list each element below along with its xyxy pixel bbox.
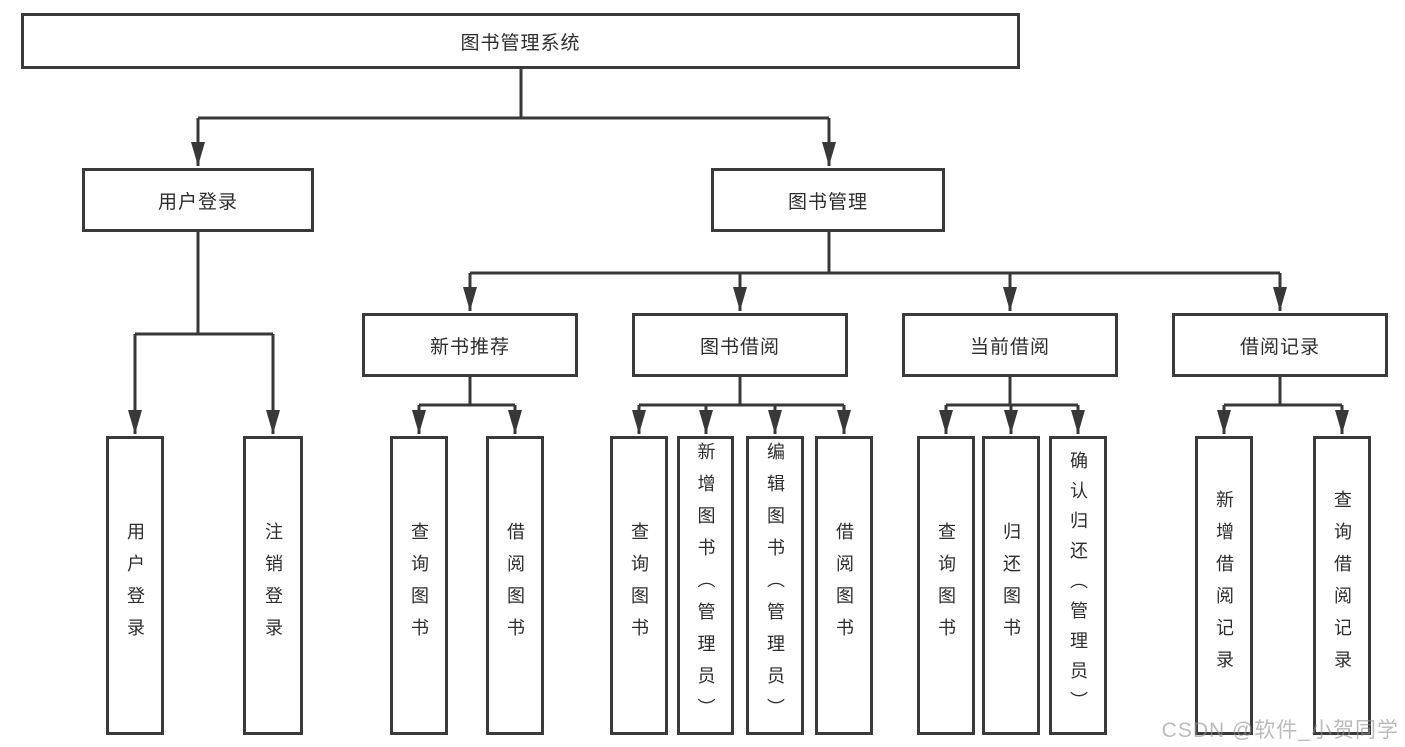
- node-label: 借阅图书: [505, 521, 525, 650]
- node-label: 新书推荐: [429, 336, 510, 358]
- node-label: 用户登录: [157, 191, 238, 213]
- node-borrowing-records: 借阅记录: [1172, 313, 1388, 377]
- node-leaf-borrow-books-recommend: 借阅图书: [486, 436, 544, 735]
- node-label: 图书管理: [787, 191, 868, 213]
- node-current-borrowing: 当前借阅: [902, 313, 1118, 377]
- node-label: 用户登录: [125, 521, 145, 650]
- node-user-login: 用户登录: [82, 168, 314, 232]
- node-new-book-recommendation: 新书推荐: [362, 313, 578, 377]
- node-leaf-return-books: 归还图书: [982, 436, 1040, 735]
- node-label: 新增借阅记录: [1214, 489, 1234, 682]
- node-label: 查询图书: [409, 521, 429, 650]
- node-label: 图书管理系统: [460, 32, 581, 54]
- node-leaf-confirm-return-admin: 确认归还（管理员）: [1049, 436, 1107, 735]
- node-leaf-add-borrow-record: 新增借阅记录: [1195, 436, 1253, 735]
- node-label: 查询图书: [936, 521, 956, 650]
- node-label: 当前借阅: [969, 336, 1050, 358]
- node-label: 编辑图书（管理员）: [765, 441, 785, 730]
- node-leaf-query-books-borrowing: 查询图书: [610, 436, 668, 735]
- node-leaf-user-login: 用户登录: [106, 436, 164, 735]
- node-leaf-query-borrow-record: 查询借阅记录: [1313, 436, 1371, 735]
- node-library-management-system: 图书管理系统: [21, 13, 1020, 69]
- node-label: 归还图书: [1001, 521, 1021, 650]
- node-leaf-edit-book-admin: 编辑图书（管理员）: [746, 436, 804, 735]
- node-leaf-logout: 注销登录: [243, 436, 303, 735]
- node-book-borrowing: 图书借阅: [632, 313, 848, 377]
- node-leaf-add-book-admin: 新增图书（管理员）: [677, 436, 734, 735]
- node-label: 图书借阅: [699, 336, 780, 358]
- node-label: 查询借阅记录: [1332, 489, 1352, 682]
- node-leaf-query-books-recommend: 查询图书: [390, 436, 448, 735]
- node-leaf-query-books-current: 查询图书: [917, 436, 975, 735]
- node-leaf-borrow-books: 借阅图书: [815, 436, 873, 735]
- node-label: 借阅图书: [834, 521, 854, 650]
- csdn-watermark: CSDN @软件_小贺同学: [1161, 719, 1399, 742]
- node-label: 确认归还（管理员）: [1068, 450, 1088, 721]
- node-label: 新增图书（管理员）: [695, 441, 716, 730]
- node-label: 注销登录: [263, 521, 283, 650]
- node-book-management: 图书管理: [711, 168, 945, 232]
- node-label: 借阅记录: [1239, 336, 1320, 358]
- node-label: 查询图书: [629, 521, 649, 650]
